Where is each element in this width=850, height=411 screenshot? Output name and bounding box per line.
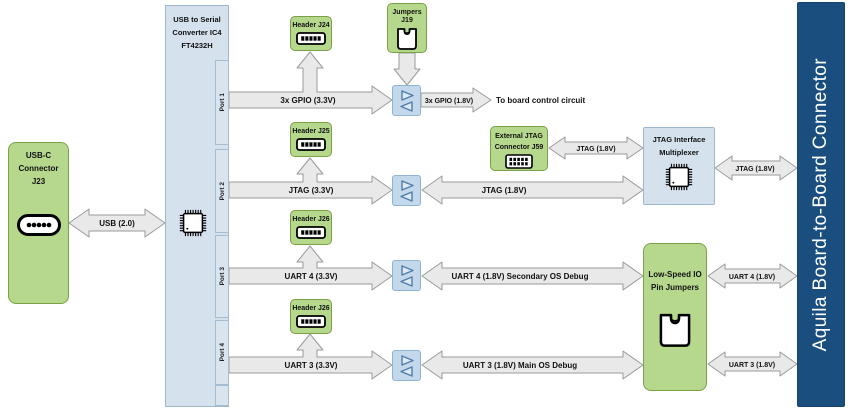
uart4-33-label: UART 4 (3.3V) <box>285 272 338 281</box>
port-3-tab: Port 3 <box>215 235 229 318</box>
level-shifter-icon <box>399 89 414 112</box>
header-j26-uart4-label: Header J26 <box>292 216 330 223</box>
jtag-18-external-label: JTAG (1.8V) <box>576 146 615 153</box>
board-to-board-connector-label: Aquila Board-to-Board Connector <box>810 57 831 352</box>
port-4-tab: Port 4 <box>215 320 229 385</box>
uart3-33-arrow <box>228 333 393 380</box>
level-shifter-uart3 <box>392 350 421 381</box>
converter-title-1: USB to Serial <box>173 15 221 24</box>
low-speed-io-label-1: Low-Speed IO <box>648 270 702 279</box>
jumpers-j19-label-2: J19 <box>401 17 413 24</box>
low-speed-io-box: Low-Speed IO Pin Jumpers <box>643 243 707 391</box>
gpio-33-arrow <box>228 51 393 115</box>
header-j24-box: Header J24 <box>290 16 332 51</box>
port-1-label: Port 1 <box>218 93 226 112</box>
uart3-18-board-label: UART 3 (1.8V) <box>729 362 775 369</box>
jtag-mux-label-1: JTAG Interface <box>652 135 706 144</box>
uart3-33-label: UART 3 (3.3V) <box>285 361 338 370</box>
jumpers-down-arrow <box>393 52 421 86</box>
header-j26-uart3-label: Header J26 <box>292 305 330 312</box>
usb-arrow-label: USB (2.0) <box>99 219 135 228</box>
header-j26-uart4-icon <box>296 226 326 239</box>
usb-c-title: USB-C <box>25 151 52 160</box>
gpio-18-label: 3x GPIO (1.8V) <box>425 98 473 105</box>
header-j25-icon <box>296 138 326 151</box>
level-shifter-jtag <box>392 175 421 206</box>
gpio-33-label: 3x GPIO (3.3V) <box>280 96 335 105</box>
jtag-33-label: JTAG (3.3V) <box>289 186 334 195</box>
to-board-control-text: To board control circuit <box>496 96 586 105</box>
level-shifter-icon <box>399 354 414 377</box>
jtag-mux-label-2: Multiplexer <box>659 148 699 157</box>
low-speed-io-label-2: Pin Jumpers <box>650 283 699 292</box>
jumper-icon <box>397 28 417 50</box>
usb-c-connector-box: USB-C Connector J23 <box>8 142 69 304</box>
port-2-label: Port 2 <box>218 181 226 201</box>
usb-c-port-icon <box>16 214 61 236</box>
level-shifter-icon <box>399 179 414 202</box>
converter-title-3: FT4232H <box>181 41 213 50</box>
port-spare-tab <box>215 385 229 406</box>
gpio-18-arrow <box>420 87 492 113</box>
level-shifter-icon <box>399 264 414 287</box>
uart3-18-label: UART 3 (1.8V) Main OS Debug <box>463 361 577 370</box>
low-speed-jumper-icon <box>659 313 691 347</box>
port-1-tab: Port 1 <box>215 60 229 145</box>
board-to-board-connector-bar: Aquila Board-to-Board Connector <box>797 2 845 407</box>
port-3-label: Port 3 <box>218 267 226 286</box>
external-jtag-label-2: Connector J59 <box>494 144 544 151</box>
header-j24-label: Header J24 <box>292 22 330 29</box>
external-jtag-label-1: External JTAG <box>495 133 543 140</box>
header-j25-label: Header J25 <box>292 128 330 135</box>
external-jtag-header-icon <box>505 154 533 169</box>
mux-chip-icon <box>665 163 693 191</box>
jtag-18-arrow <box>421 175 644 205</box>
level-shifter-gpio <box>392 85 421 116</box>
usb-c-subtitle: Connector <box>18 164 59 173</box>
header-j25-box: Header J25 <box>290 122 332 157</box>
header-j26-uart4-box: Header J26 <box>290 210 332 245</box>
header-j26-uart3-icon <box>296 315 326 328</box>
header-j24-icon <box>296 32 326 45</box>
jumpers-j19-label-1: Jumpers <box>392 9 422 16</box>
jtag-mux-box: JTAG Interface Multiplexer <box>643 127 715 205</box>
usb-c-ref: J23 <box>31 177 46 186</box>
port-2-tab: Port 2 <box>215 149 229 233</box>
external-jtag-box: External JTAG Connector J59 <box>490 126 548 171</box>
header-j26-uart3-box: Header J26 <box>290 299 332 334</box>
converter-title-2: Converter IC4 <box>172 28 222 37</box>
port-4-label: Port 4 <box>218 343 226 362</box>
jtag-18-label: JTAG (1.8V) <box>482 186 527 195</box>
converter-chip-icon <box>179 209 207 237</box>
jumpers-j19-box: Jumpers J19 <box>387 3 427 53</box>
uart4-18-board-label: UART 4 (1.8V) <box>729 274 775 281</box>
uart4-18-label: UART 4 (1.8V) Secondary OS Debug <box>452 272 589 281</box>
jtag-33-arrow <box>228 157 393 205</box>
uart4-33-arrow <box>228 245 393 291</box>
level-shifter-uart4 <box>392 260 421 291</box>
jtag-18-board-label: JTAG (1.8V) <box>735 166 774 173</box>
